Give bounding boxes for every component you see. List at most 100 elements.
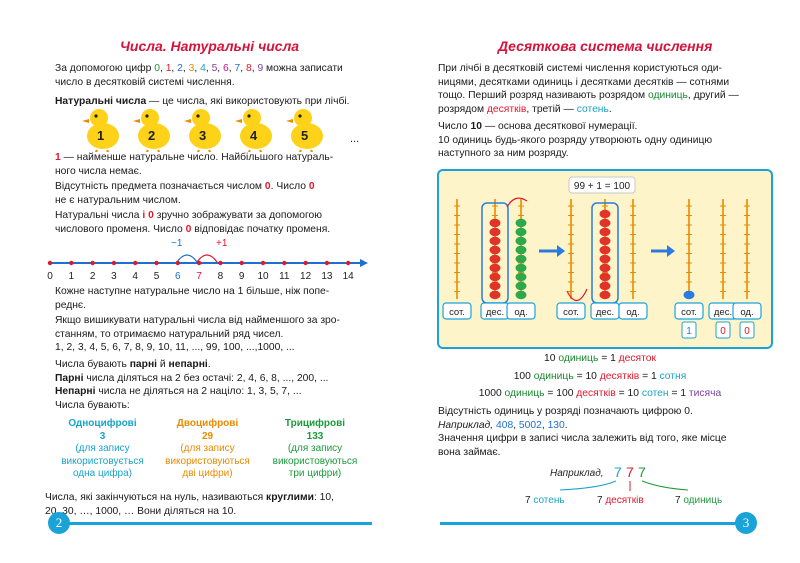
chick-icon (133, 109, 170, 152)
number-ray-paragraph: Натуральні числа і 0 зручно зображувати … (55, 210, 331, 235)
ray-tick-label: 14 (343, 271, 355, 282)
even-odd-paragraph: Числа бувають парні й непарні. Парні чис… (55, 359, 329, 411)
place-label: од. (514, 307, 527, 318)
abacus-bead (515, 290, 527, 300)
ray-tick-dot (218, 260, 223, 266)
units-digit: 7 (638, 464, 646, 480)
abacus-panel: 99 + 1 = 100 сот.дес.од.сот.дес.од.сот.д… (437, 169, 773, 349)
chick-number: 2 (148, 128, 155, 143)
ray-tick-dot (47, 260, 53, 266)
ray-tick-dot (111, 260, 117, 266)
carry-arrow-1 (506, 197, 528, 208)
abacus-bead (489, 218, 501, 228)
ray-tick-label: 2 (90, 271, 96, 282)
abacus-bead (599, 236, 611, 246)
place-label: од. (740, 307, 753, 318)
equation-text: 99 + 1 = 100 (574, 181, 631, 192)
place-label: од. (626, 307, 639, 318)
ray-tick-label: 13 (321, 271, 333, 282)
ray-tick-label: 3 (111, 271, 117, 282)
abacus-bead (515, 254, 527, 264)
smallest-natural: 1 — найменше натуральне число. Найбільшо… (55, 152, 334, 177)
chick-number: 1 (97, 128, 104, 143)
abacus-bead (489, 263, 501, 273)
abacus-bead (599, 245, 611, 255)
left-page: Числа. Натуральні числа За допомогою циф… (45, 38, 372, 534)
chick-number: 4 (250, 128, 258, 143)
units-caption: 7 одиниць (675, 495, 722, 506)
ray-minus-arc (176, 254, 198, 263)
place-label: сот. (563, 307, 579, 318)
ray-tick-dot (260, 260, 266, 266)
place-label: сот. (449, 307, 465, 318)
bottom-rule (50, 522, 372, 525)
ray-tick-dot (303, 260, 308, 266)
ray-tick-dot (282, 260, 287, 266)
natural-definition: Натуральні числа — це числа, які викорис… (55, 96, 350, 107)
ray-tick-label: 5 (154, 271, 160, 282)
place-label: дес. (714, 307, 732, 318)
ray-plus-label: +1 (216, 238, 228, 249)
ray-tick-dot (239, 260, 244, 266)
units-arrow (641, 480, 689, 491)
result-digit: 0 (744, 326, 750, 337)
page-number-right: 3 (735, 512, 757, 534)
column-three-digit: Трицифрові 133 (для запису використовуют… (272, 418, 358, 479)
ray-tick-dot (133, 260, 138, 266)
equality-2: 100 одиниць = 10 десятків = 1 сотня (513, 370, 687, 382)
result-digit: 0 (720, 326, 726, 337)
abacus-bead (489, 290, 501, 300)
ray-tick-label: 8 (218, 271, 224, 282)
equalities: 10 одиниць = 1 десяток 100 одиниць = 10 … (400, 352, 800, 401)
abacus-bead (683, 290, 695, 300)
abacus-diagram: 99 + 1 = 100 сот.дес.од.сот.дес.од.сот.д… (442, 176, 762, 339)
abacus-bead (599, 254, 611, 264)
ray-plus-arc (196, 254, 218, 263)
abacus-bead (489, 281, 501, 291)
ray-tick-label: 6 (175, 271, 181, 282)
ray-tick-dot (346, 260, 351, 266)
abacus-bead (599, 290, 611, 300)
base-ten-paragraph: Число 10 — основа десяткової нумерації. … (438, 121, 713, 159)
abacus-bead (515, 245, 527, 255)
hundreds-digit: 7 (614, 464, 622, 480)
ray-tick-label: 12 (300, 271, 312, 282)
tens-caption: 7 десятків (597, 495, 644, 506)
abacus-bead (515, 218, 527, 228)
abacus-bead (489, 245, 501, 255)
ray-tick-dot (324, 260, 330, 266)
result-digit: 1 (686, 326, 692, 337)
abacus-bead (599, 227, 611, 237)
chick-icon (184, 109, 221, 152)
ray-tick-label: 4 (132, 271, 138, 282)
abacus-rods (454, 199, 750, 304)
abacus-bead (599, 281, 611, 291)
equality-1: 10 одиниць = 1 десяток (544, 353, 656, 364)
place-label-box (674, 302, 704, 320)
column-one-digit: Одноцифрові 3 (для запису використовуєть… (61, 418, 144, 479)
right-page-title: Десяткова система числення (498, 38, 713, 54)
ray-tick-label: 0 (47, 271, 53, 282)
place-label-box (506, 302, 536, 320)
decimal-intro: При лічбі в десятковій системі числення … (438, 63, 739, 115)
abacus-bead (599, 209, 611, 219)
abacus-bead (489, 254, 501, 264)
left-page-title: Числа. Натуральні числа (120, 38, 300, 54)
next-number-paragraph: Кожне наступне натуральне число на 1 біл… (55, 286, 330, 311)
chick-icon (286, 109, 323, 152)
chick-icon (82, 109, 119, 152)
zero-paragraph: Відсутність предмета позначається числом… (55, 181, 315, 206)
hundreds-caption: 7 сотень (525, 495, 565, 506)
abacus-bead (515, 272, 527, 282)
place-label: дес. (596, 307, 614, 318)
ray-tick-dot (69, 260, 74, 266)
place-label-box (442, 302, 472, 320)
place-label-box (732, 302, 762, 320)
ray-tick-dot (90, 260, 95, 266)
ray-tick-dot (154, 260, 159, 266)
arrow-head-2 (667, 245, 675, 257)
ray-tick-label: 10 (257, 271, 269, 282)
